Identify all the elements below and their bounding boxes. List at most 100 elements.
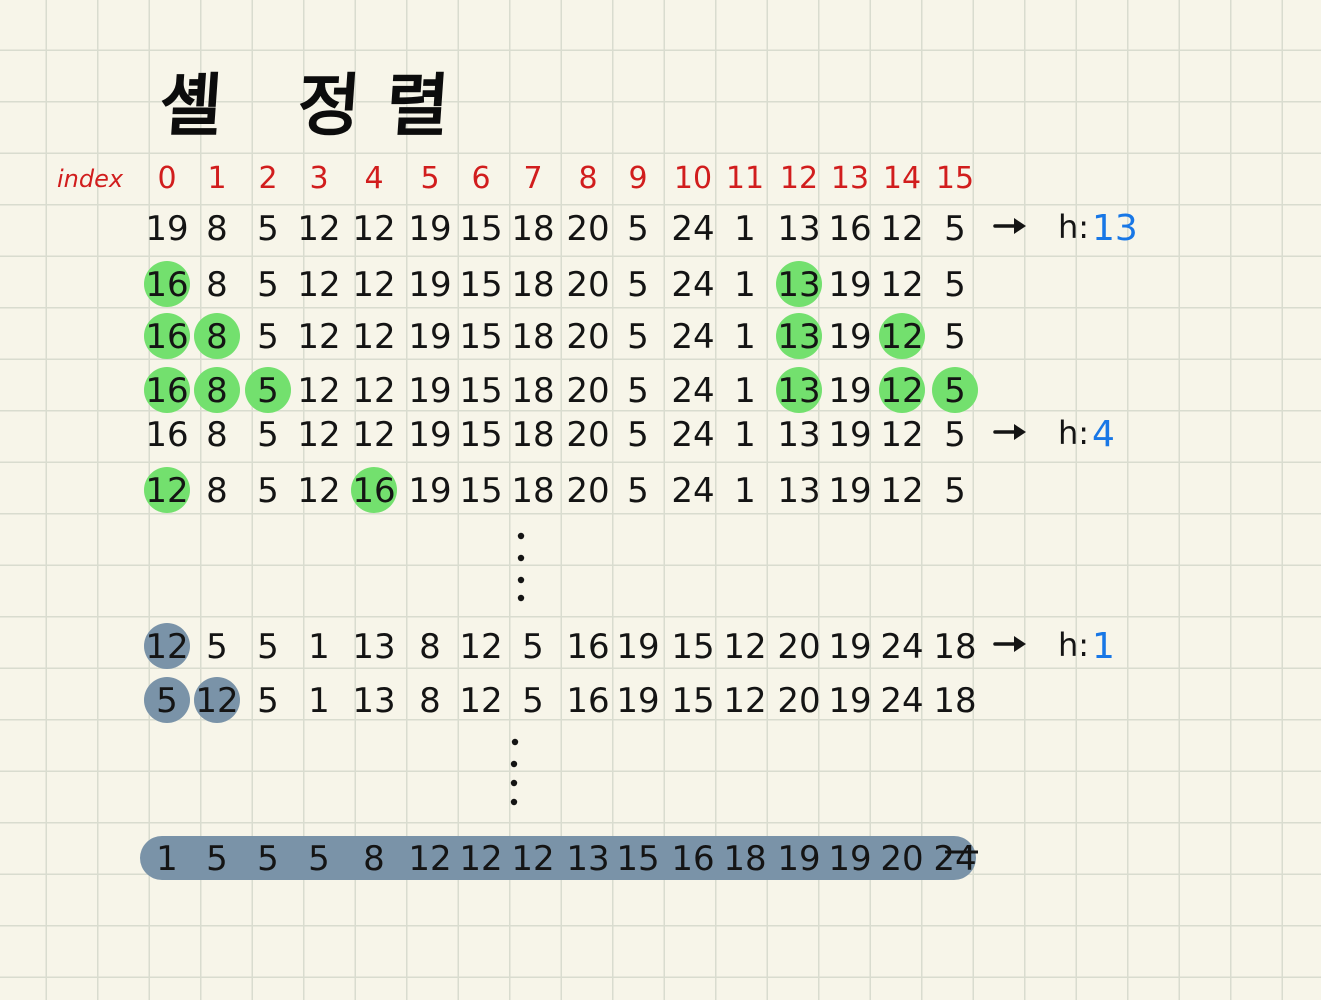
highlight-circle (932, 367, 978, 413)
cell-value: 19 (408, 317, 451, 357)
cell-value: 5 (257, 839, 279, 879)
gap-annotation: h:13 (993, 208, 1138, 249)
index-number: 11 (726, 161, 764, 196)
cell-value: 1 (734, 371, 756, 411)
cell-value: 19 (408, 371, 451, 411)
highlight-circle (194, 313, 240, 359)
highlight-circle (245, 367, 291, 413)
highlight-circle (144, 467, 190, 513)
ellipsis-dot (510, 798, 518, 806)
arrow-icon (1014, 424, 1026, 440)
cell-value: 19 (408, 415, 451, 455)
cell-value: 15 (459, 471, 502, 511)
cell-value: 8 (363, 839, 385, 879)
cell-value: 16 (145, 371, 188, 411)
cell-value: 1 (308, 681, 330, 721)
index-number: 9 (628, 161, 647, 196)
cell-value: 5 (206, 627, 228, 667)
cell-value: 12 (352, 371, 395, 411)
index-number: 8 (578, 161, 597, 196)
gap-label: h: (1058, 208, 1089, 246)
cell-value: 12 (195, 681, 238, 721)
cell-value: 5 (627, 415, 649, 455)
cell-value: 5 (944, 471, 966, 511)
cell-value: 12 (459, 681, 502, 721)
index-number: 4 (364, 161, 383, 196)
cell-value: 12 (880, 415, 923, 455)
index-label: index (57, 165, 124, 193)
cell-value: 20 (880, 839, 923, 879)
cell-value: 5 (257, 681, 279, 721)
highlight-circle (776, 261, 822, 307)
index-number: 5 (420, 161, 439, 196)
cell-value: 5 (206, 839, 228, 879)
index-number: 2 (258, 161, 277, 196)
gap-value: 4 (1092, 414, 1115, 455)
arrow-icon (1014, 218, 1026, 234)
cell-value: 5 (627, 317, 649, 357)
cell-value: 13 (777, 371, 820, 411)
cell-value: 12 (297, 415, 340, 455)
cell-value: 1 (734, 265, 756, 305)
cell-value: 18 (511, 209, 554, 249)
cell-value: 16 (566, 681, 609, 721)
cell-value: 12 (297, 371, 340, 411)
cell-value: 8 (206, 265, 228, 305)
cell-value: 15 (459, 415, 502, 455)
highlight-circle (144, 261, 190, 307)
cell-value: 19 (828, 681, 871, 721)
ellipsis-dot (517, 576, 525, 584)
cell-value: 13 (566, 839, 609, 879)
cell-value: 5 (257, 371, 279, 411)
cell-value: 12 (880, 317, 923, 357)
cell-value: 12 (408, 839, 451, 879)
cell-value: 12 (511, 839, 554, 879)
cell-value: 13 (352, 627, 395, 667)
ellipsis-dot (517, 594, 525, 602)
cell-value: 16 (145, 415, 188, 455)
highlight-circle (144, 677, 190, 723)
cell-value: 20 (566, 371, 609, 411)
ellipsis-dot (517, 554, 525, 562)
cell-value: 18 (511, 317, 554, 357)
cell-value: 1 (734, 209, 756, 249)
cell-value: 8 (206, 209, 228, 249)
cell-value: 12 (352, 415, 395, 455)
cell-value: 12 (297, 209, 340, 249)
highlight-circle (144, 313, 190, 359)
cell-value: 8 (206, 471, 228, 511)
cell-value: 5 (257, 317, 279, 357)
cell-value: 5 (257, 471, 279, 511)
cell-value: 19 (408, 209, 451, 249)
gap-value: 1 (1092, 626, 1115, 667)
cell-value: 24 (671, 471, 714, 511)
highlight-layer (140, 261, 978, 880)
cell-value: 15 (459, 209, 502, 249)
gap-label: h: (1058, 626, 1089, 664)
index-number: 0 (157, 161, 176, 196)
cell-value: 12 (723, 681, 766, 721)
cell-value: 24 (671, 209, 714, 249)
gap-label: h: (1058, 414, 1089, 452)
cell-value: 18 (511, 471, 554, 511)
cell-value: 20 (566, 265, 609, 305)
cell-value: 20 (777, 681, 820, 721)
cell-value: 1 (734, 471, 756, 511)
cell-value: 13 (777, 317, 820, 357)
cell-value: 24 (671, 317, 714, 357)
index-number: 1 (207, 161, 226, 196)
gap-annotation: h:1 (993, 626, 1115, 667)
cell-value: 5 (627, 471, 649, 511)
gap-value: 13 (1092, 208, 1138, 249)
arrow-icon (1014, 636, 1026, 652)
cell-value: 12 (880, 265, 923, 305)
highlight-circle (194, 367, 240, 413)
cell-value: 5 (257, 265, 279, 305)
cell-value: 13 (777, 415, 820, 455)
cell-value: 12 (723, 627, 766, 667)
cell-value: 15 (459, 371, 502, 411)
